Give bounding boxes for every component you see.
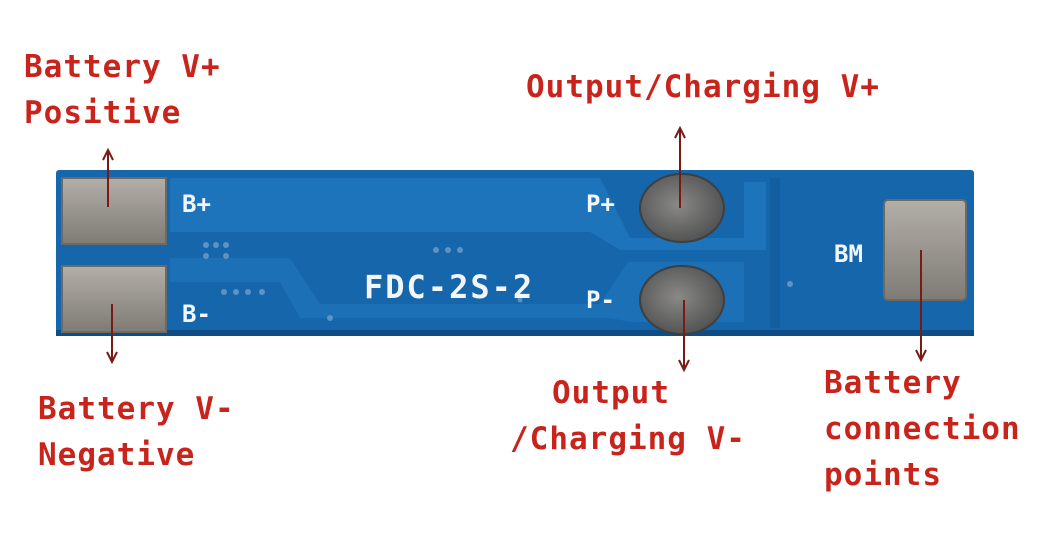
label-output-negative: Output /Charging V- (510, 370, 746, 462)
trace-b-minus (170, 258, 744, 322)
label-battery-negative: Battery V- Negative (38, 386, 235, 478)
pcb-edge-shadow (56, 330, 974, 336)
label-bm-points-line3: points (824, 457, 942, 493)
pad-bm-label: BM (834, 240, 863, 268)
label-output-negative-line1: Output (552, 375, 670, 411)
vias (203, 242, 793, 321)
label-output-positive: Output/Charging V+ (526, 64, 880, 110)
model-label: FDC-2S-2 (364, 268, 535, 306)
pad-bm (883, 199, 967, 301)
label-output-positive-line1: Output/Charging V+ (526, 69, 880, 105)
pad-b-plus (61, 177, 167, 245)
label-battery-positive-line1: Battery V+ (24, 49, 221, 85)
label-battery-negative-line2: Negative (38, 437, 196, 473)
label-battery-positive: Battery V+ Positive (24, 44, 221, 136)
pad-p-plus-label: P+ (586, 190, 615, 218)
label-bm-points-line2: connection (824, 411, 1021, 447)
solder-p-plus (639, 173, 725, 243)
trace-divider (770, 178, 780, 328)
pad-b-plus-label: B+ (182, 190, 211, 218)
arrows (102, 125, 927, 373)
pad-b-minus (61, 265, 167, 333)
pad-p-minus-label: P- (586, 286, 615, 314)
label-output-negative-line2: /Charging V- (510, 421, 746, 457)
label-bm-points-line1: Battery (824, 365, 962, 401)
pad-b-minus-label: B- (182, 300, 211, 328)
trace-b-plus (170, 178, 766, 250)
label-battery-positive-line2: Positive (24, 95, 182, 131)
label-battery-negative-line1: Battery V- (38, 391, 235, 427)
solder-p-minus (639, 265, 725, 335)
label-bm-points: Battery connection points (824, 360, 1021, 498)
